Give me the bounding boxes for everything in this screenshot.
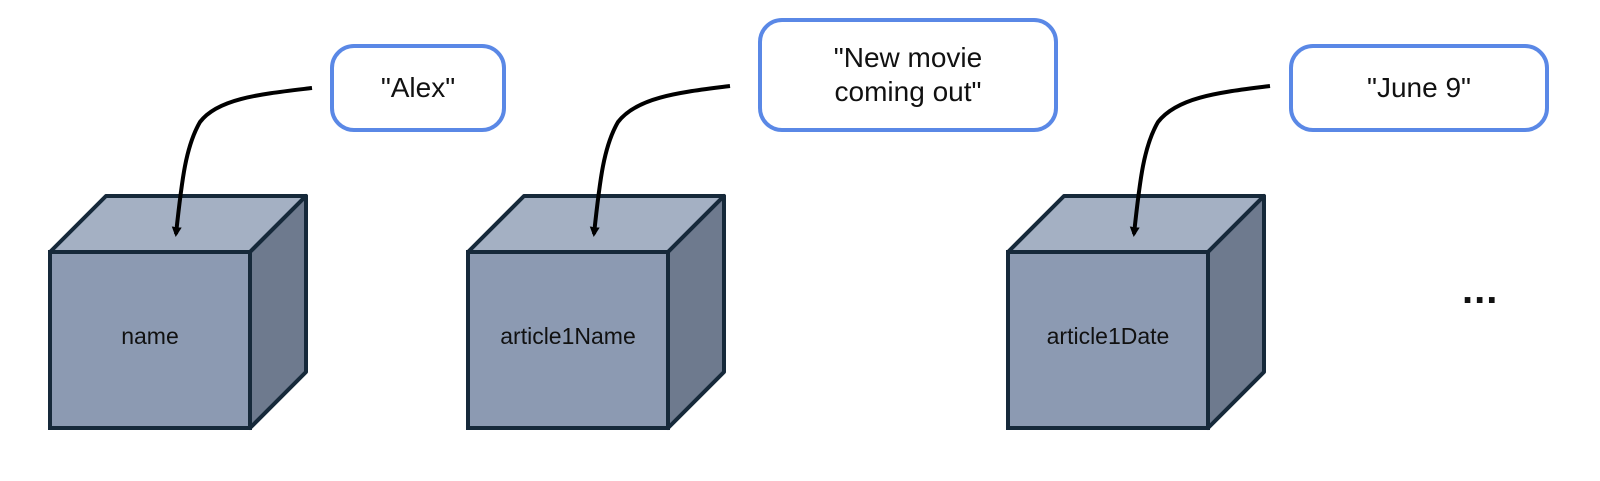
box-front-face	[48, 250, 252, 430]
continuation-ellipsis: ...	[1462, 268, 1499, 312]
variable-label-name: name	[121, 323, 179, 349]
value-bubble-alex: "Alex"	[330, 44, 506, 132]
variable-label-article1date: article1Date	[1046, 323, 1170, 349]
value-bubble-june-9: "June 9"	[1289, 44, 1549, 132]
assignment-arrow-article1date	[1129, 84, 1271, 237]
variable-label-article1name: article1Name	[500, 323, 636, 349]
variable-box-article1date	[1006, 194, 1266, 430]
value-text: "June 9"	[1367, 72, 1471, 103]
box-front-face	[466, 250, 670, 430]
value-bubble-new-movie: "New movie coming out"	[758, 18, 1058, 132]
box-front-face	[1006, 250, 1210, 430]
variable-box-name	[48, 194, 308, 430]
assignment-arrow-article1name	[589, 84, 731, 237]
value-text: "Alex"	[380, 72, 456, 103]
assignment-arrow-name	[171, 86, 313, 237]
value-text: "New movie coming out"	[833, 42, 983, 107]
